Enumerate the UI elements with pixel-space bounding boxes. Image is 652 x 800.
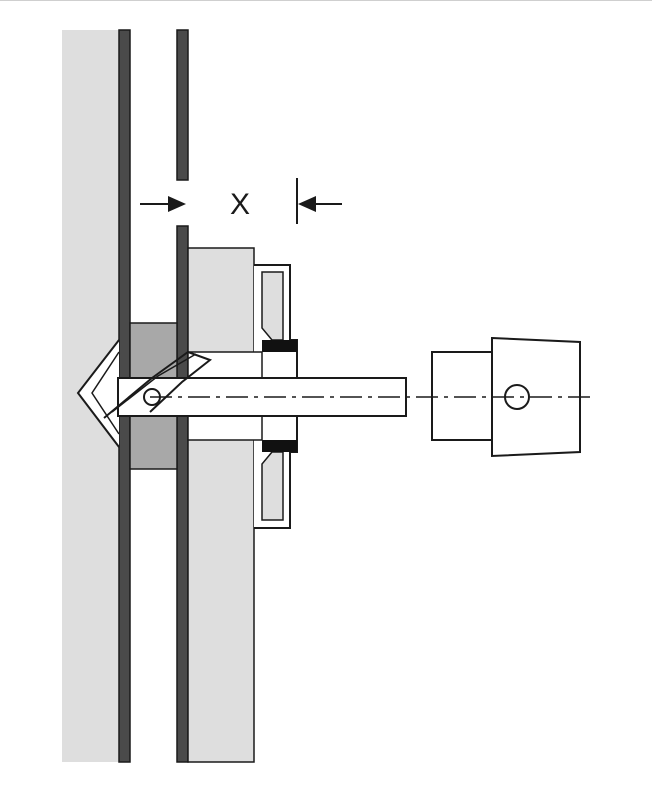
seal-lower: [262, 440, 297, 452]
seal-upper: [262, 340, 297, 352]
right-panel: [187, 247, 255, 763]
bracket-profile-lower: [261, 451, 284, 521]
plate-right-upper: [176, 29, 189, 181]
dimension-arrow-left-head: [168, 196, 186, 212]
dimension-label-x: X: [230, 188, 250, 221]
tool-collar: [431, 351, 493, 441]
dimension-arrow-right-head: [298, 196, 316, 212]
bracket-profile-upper: [261, 271, 284, 341]
spring-clip-inner: [111, 353, 197, 413]
spring-clip: [103, 350, 213, 419]
pointed-toggle-inner: [91, 351, 120, 435]
top-border-line: [0, 0, 652, 1]
plate-right-lower: [176, 225, 189, 763]
